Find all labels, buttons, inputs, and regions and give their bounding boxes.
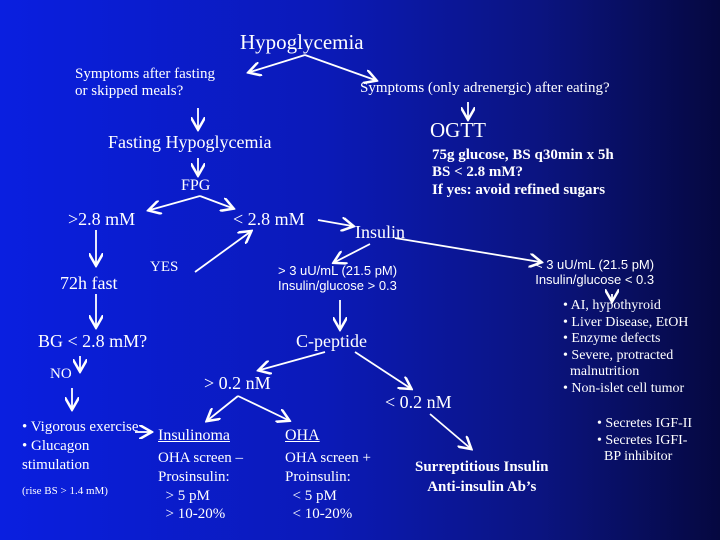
symptoms-eating-node: Symptoms (only adrenergic) after eating? [360,80,610,96]
yes-label: YES [150,259,179,275]
low-insulin-causes: • AI, hypothyroid • Liver Disease, EtOH … [563,298,689,396]
insulin-low-node: < 3 uU/mL (21.5 pM) Insulin/glucose < 0.… [535,257,655,287]
arrow-to-cpep-low [354,351,410,388]
oha-body: OHA screen + Proinsulin: < 5 pM < 10-20% [285,450,371,523]
arrow-to-insulin [317,220,352,226]
arrow-yes [194,232,250,273]
surreptitious-node: Surreptitious Insulin Anti-insulin Ab’s [415,459,549,495]
fpg-low-node: < 2.8 mM [233,209,305,229]
oha-title: OHA [285,427,320,444]
arrow-to-insulin-low [394,237,540,262]
insulin-node: Insulin [355,222,406,242]
ogtt-details: 75g glucose, BS q30min x 5h BS < 2.8 mM?… [432,147,614,198]
bg-question-node: BG < 2.8 mM? [38,331,148,351]
arrow-to-oha [237,395,288,420]
fpg-high-node: >2.8 mM [68,209,136,229]
insulin-high-node: > 3 uU/mL (21.5 pM) Insulin/glucose > 0.… [278,263,398,293]
vigorous-exercise-node: • Vigorous exercise • Glucagon stimulati… [22,419,139,473]
ogtt-node: OGTT [430,118,486,142]
insulinoma-body: OHA screen – Prosinsulin: > 5 pM > 10-20… [158,450,243,523]
arrow-to-surreptitious [429,413,470,448]
diagram-title: Hypoglycemia [240,30,364,54]
arrow-to-insulinoma [208,395,239,420]
arrow-to-fasting [250,54,306,72]
arrow-to-eating [304,54,375,80]
arrow-to-insulin-high [335,243,371,262]
fasting-hypoglycemia-node: Fasting Hypoglycemia [108,132,272,152]
insulinoma-title: Insulinoma [158,427,230,444]
c-peptide-node: C-peptide [296,331,367,351]
arrow-to-fpg-low [199,195,232,208]
cpep-low-node: < 0.2 nM [385,392,452,412]
cpep-high-node: > 0.2 nM [204,373,271,393]
rise-bs-note: (rise BS > 1.4 mM) [22,485,108,497]
fpg-node: FPG [181,177,211,194]
arrow-to-fpg-high [150,195,201,210]
symptoms-fasting-node: Symptoms after fasting or skipped meals? [75,66,215,100]
igf-causes: • Secretes IGF-II • Secretes IGFI- BP in… [597,416,693,465]
no-label: NO [50,366,72,382]
arrow-to-cpep-high [260,351,326,370]
fast-72h-node: 72h fast [60,273,118,293]
